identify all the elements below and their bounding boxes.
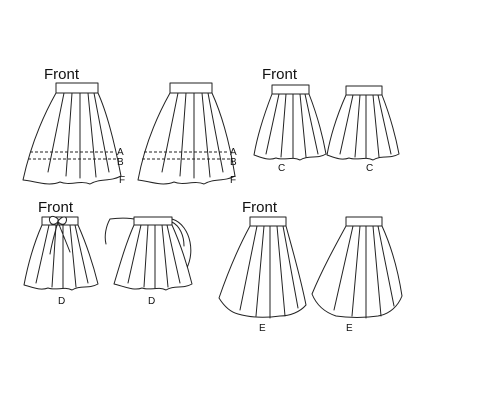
waistband — [249, 216, 287, 227]
view-e-letter: E — [259, 323, 266, 334]
sash-waistband — [133, 216, 173, 226]
view-e-letter: E — [346, 323, 353, 334]
front-label-3: Front — [38, 199, 74, 216]
waistband — [345, 85, 383, 96]
skirt-body — [218, 225, 307, 318]
skirt-body — [326, 94, 400, 161]
view-a-letter: A — [117, 147, 124, 158]
front-label-1: Front — [44, 66, 80, 83]
skirt-view-d-back: D — [104, 216, 193, 307]
skirt-view-e-back: E — [311, 216, 403, 334]
skirt-body — [137, 92, 236, 185]
skirt-view-e-front: Front E — [218, 199, 307, 334]
skirt-view-abf-back: A B F — [137, 82, 237, 186]
skirt-body — [22, 92, 122, 185]
skirt-pleats — [47, 92, 110, 179]
skirt-view-c-back: C — [326, 85, 400, 174]
skirt-view-d-front: Front D — [23, 199, 99, 307]
skirt-body — [311, 225, 403, 318]
skirt-pleats — [161, 92, 224, 179]
view-b-letter: B — [117, 157, 124, 168]
skirt-pleats — [239, 225, 299, 319]
sash-tail-left — [104, 217, 135, 245]
view-f-letter: F — [119, 175, 125, 186]
skirt-body — [23, 224, 99, 291]
skirt-body — [113, 224, 193, 291]
skirt-view-abf-front: Front A B F — [22, 66, 125, 186]
skirt-view-c-front: Front C — [253, 66, 327, 174]
waistband — [271, 84, 310, 95]
skirt-body — [253, 93, 327, 161]
front-label-2: Front — [262, 66, 298, 83]
view-d-letter: D — [58, 296, 65, 307]
skirt-pleats — [127, 224, 181, 289]
view-c-letter: C — [366, 163, 373, 174]
sash-tail-right — [171, 218, 192, 271]
waistband — [345, 216, 383, 227]
sash-bow — [49, 215, 67, 225]
view-b-letter: B — [230, 157, 237, 168]
view-c-letter: C — [278, 163, 285, 174]
skirt-pleats — [35, 224, 89, 289]
skirt-pleats — [333, 225, 395, 319]
view-a-letter: A — [230, 147, 237, 158]
skirt-pleats — [339, 94, 392, 159]
front-label-4: Front — [242, 199, 278, 216]
view-f-letter: F — [230, 175, 236, 186]
skirt-pleats — [265, 93, 319, 159]
view-d-letter: D — [148, 296, 155, 307]
waistband — [55, 82, 99, 94]
sash-tails — [49, 221, 71, 255]
waistband — [169, 82, 213, 94]
